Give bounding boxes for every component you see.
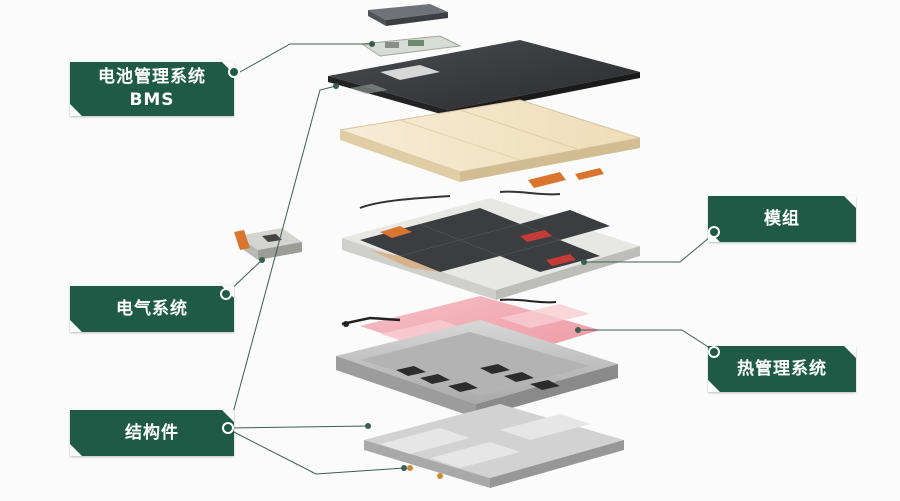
label-thermal-management: 热管理系统 [708,346,856,392]
leader-module [584,231,717,263]
leader-structure-bottom [229,429,405,475]
leader-thermal [578,329,717,353]
orange-busbars [359,168,604,209]
label-bms-line1: 电池管理系统 [98,67,206,88]
leader-structure-mid [229,425,369,429]
bottom-plate [364,404,624,488]
tray-frame [336,320,618,418]
label-structure: 结构件 [70,410,234,456]
label-module: 模组 [708,196,856,242]
label-bms-dot [228,66,240,78]
electrical-box [234,228,302,260]
label-bms-line2: BMS [129,90,175,110]
leader-lines [225,43,717,475]
label-electrical-dot [220,288,232,300]
label-thermal-dot [708,346,720,358]
label-module-text: 模组 [764,208,800,229]
label-structure-text: 结构件 [125,422,179,443]
leader-bms [239,43,372,73]
leader-structure-top [229,85,337,425]
bms-board [360,35,462,57]
label-structure-dot [222,422,234,434]
bms-control-box [368,4,448,26]
module-layer [342,198,640,300]
leader-end-dots [259,41,587,471]
label-thermal-text: 热管理系统 [737,358,827,379]
label-module-dot [708,226,720,238]
label-bms: 电池管理系统 BMS [70,62,234,116]
label-electrical-text: 电气系统 [116,298,188,319]
insulation-pad-layer [339,99,641,182]
label-electrical-system: 电气系统 [70,286,234,332]
